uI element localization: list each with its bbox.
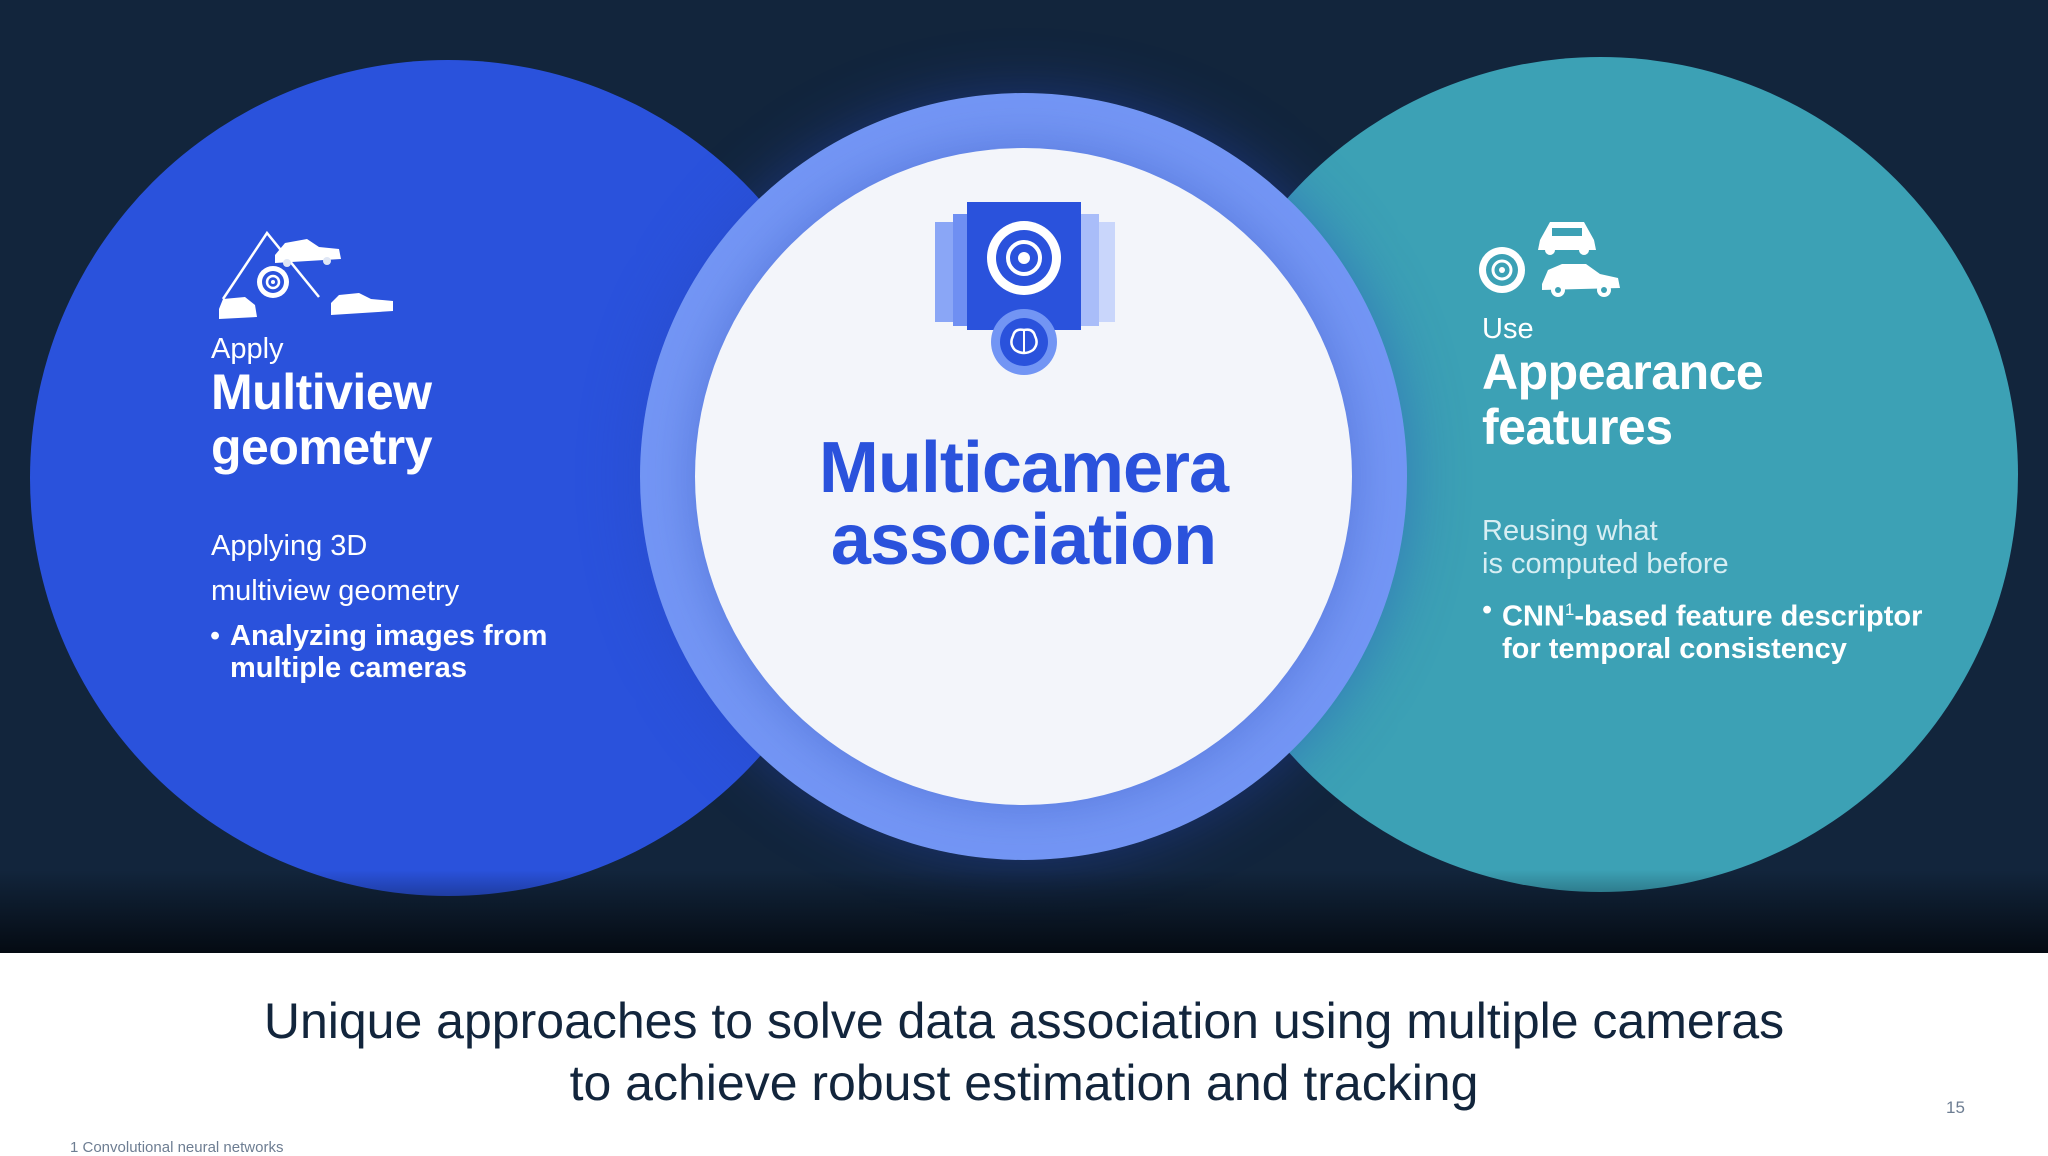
stage-bottom-shade [0,870,2048,953]
caption-line1: Unique approaches to solve data associat… [263,993,1785,1049]
cnn-label: CNN [1502,600,1565,633]
left-title-line2: geometry [211,419,433,475]
left-kicker: Apply [211,333,284,365]
camera-brain-icon [935,202,1115,375]
left-body-line2: multiview geometry [211,575,460,607]
right-body-line1: Reusing what [1482,515,1658,547]
right-bullet: • CNN1-based feature descriptor for temp… [1482,594,1922,665]
slide-graphic: Apply Multiview geometry Applying 3D mul… [0,0,2048,953]
left-bullet-line1: Analyzing images from [230,620,548,652]
right-title-line1: Appearance [1482,344,1764,400]
bullet-dot: • [1482,594,1493,626]
caption-line2: to achieve robust estimation and trackin… [569,1055,1479,1111]
center-title: Multicamera association [695,432,1352,576]
left-body-line1: Applying 3D [211,530,368,562]
left-bullet-line2: multiple cameras [230,652,467,684]
center-title-line2: association [830,500,1217,580]
right-body-line2: is computed before [1482,548,1729,580]
multiview-cars-icon [219,230,393,319]
right-bullet-line1-rest: -based feature descriptor [1574,600,1923,633]
footnote: 1 Convolutional neural networks [70,1139,284,1156]
center-title-line1: Multicamera [818,428,1229,508]
right-bullet-line1: CNN1-based feature descriptor [1502,594,1922,633]
left-bullet: • Analyzing images from multiple cameras [210,620,548,684]
right-kicker: Use [1482,313,1534,345]
camera-cars-icon [1479,222,1620,297]
footnote-marker: 1 [1564,600,1575,619]
page-number: 15 [1946,1098,1965,1117]
right-bullet-line2: for temporal consistency [1502,632,1847,665]
left-title-line1: Multiview [211,364,432,420]
slide-caption: Unique approaches to solve data associat… [0,990,2048,1114]
right-title-line2: features [1482,399,1673,455]
bullet-dot: • [210,620,221,652]
